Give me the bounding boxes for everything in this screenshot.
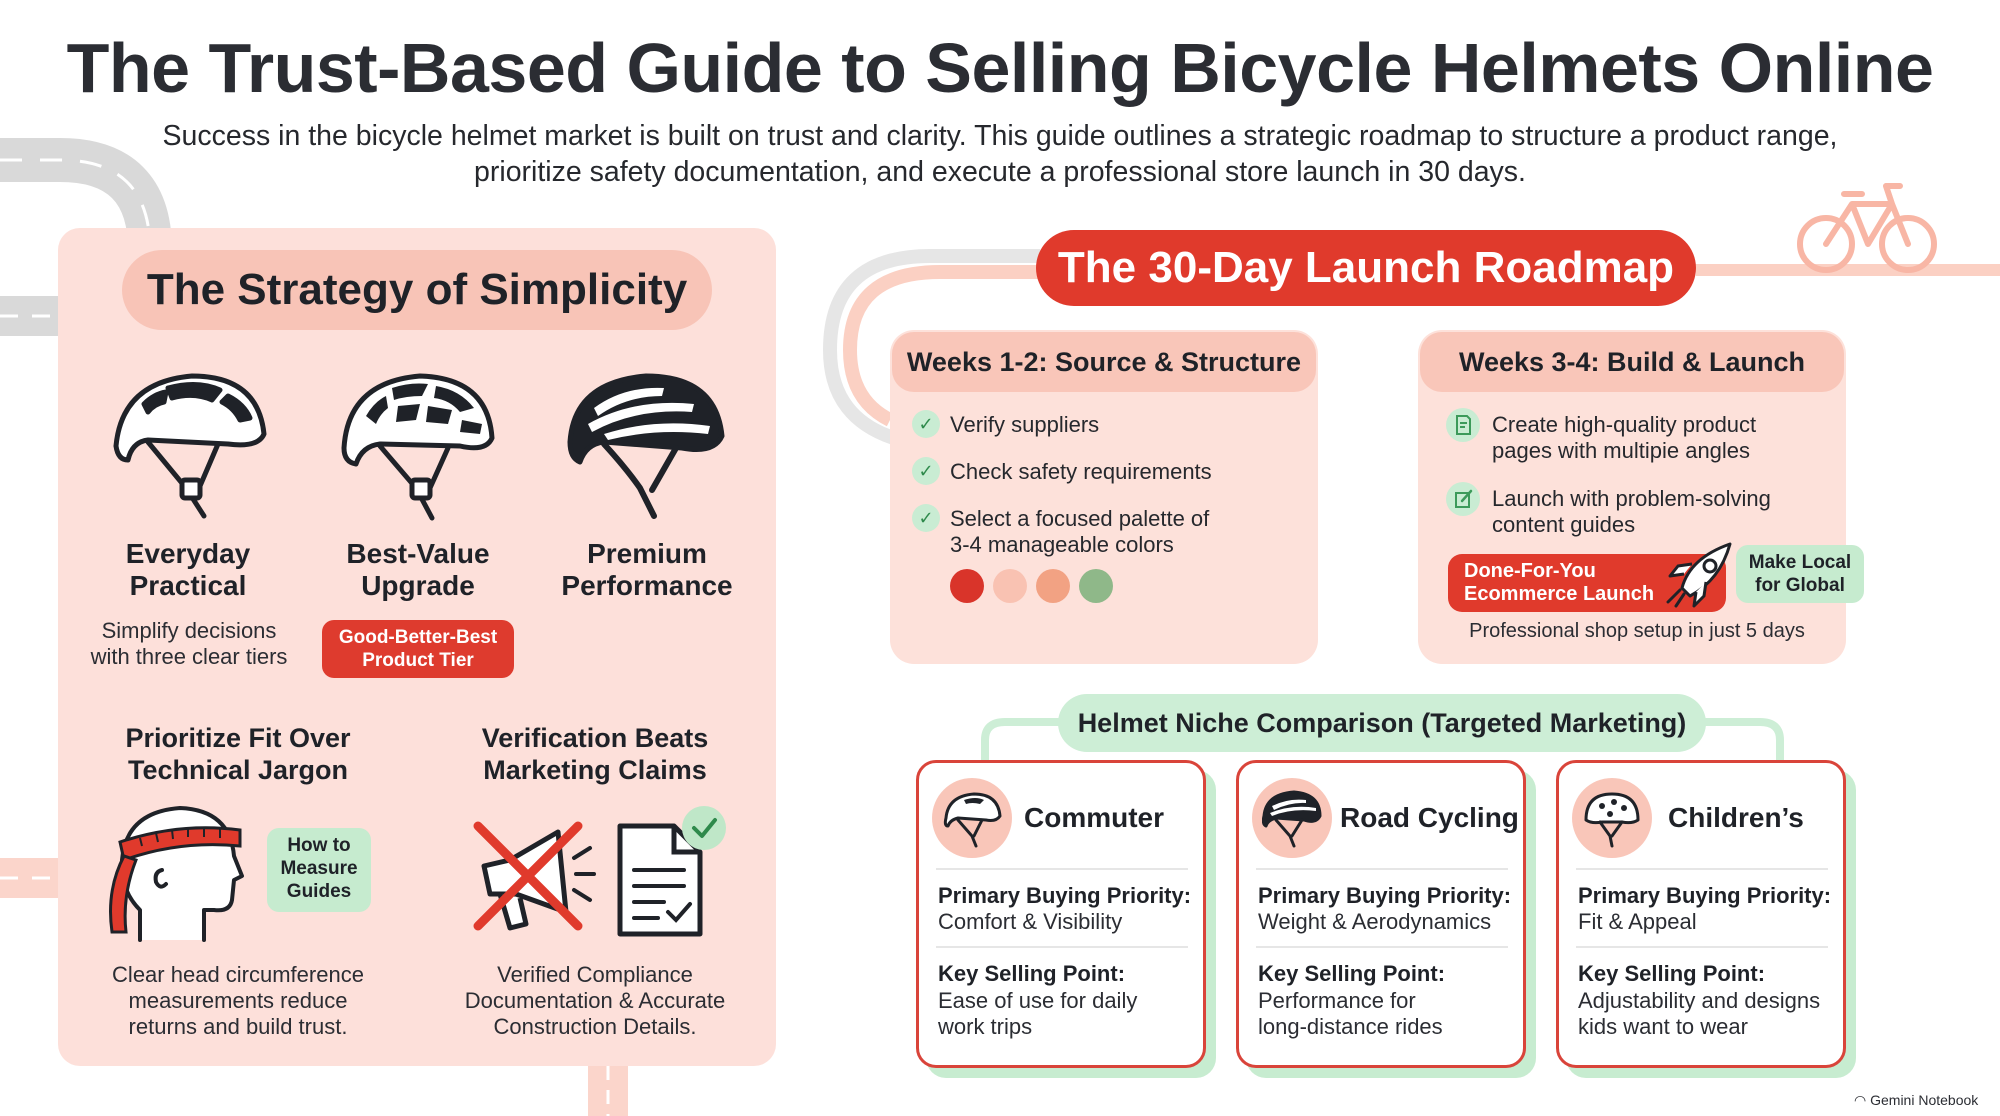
bicycle-icon <box>1797 183 1937 273</box>
selling-label: Key Selling Point: <box>938 961 1126 986</box>
niche-name: Commuter <box>1024 802 1165 833</box>
commuter-helmet-icon <box>943 792 1002 848</box>
color-swatch <box>950 569 984 603</box>
priority-label: Primary Buying Priority: <box>1258 883 1512 908</box>
color-swatch <box>1079 569 1113 603</box>
check-icon: ✓ <box>912 457 940 485</box>
niche-name: Road Cycling <box>1340 802 1519 833</box>
document-icon <box>1446 408 1480 442</box>
footer-brand: ◠ Gemini Notebook <box>1854 1092 1979 1108</box>
divider <box>1256 946 1508 948</box>
rocket-icon <box>1666 542 1732 608</box>
crossed-megaphone-icon <box>473 821 596 931</box>
road-helmet-icon <box>1262 790 1322 848</box>
priority-label: Primary Buying Priority: <box>1578 883 1832 908</box>
weeks-3-4-title: Weeks 3-4: Build & Launch <box>1420 332 1844 392</box>
week12-item: Verify suppliers <box>950 412 1100 437</box>
roadmap-title: The 30-Day Launch Roadmap <box>1036 230 1696 306</box>
page-subtitle: Success in the bicycle helmet market is … <box>162 120 1838 188</box>
divider <box>1576 946 1828 948</box>
color-swatch <box>1036 569 1070 603</box>
helmet-premium-icon <box>567 373 725 519</box>
strategy-title: The Strategy of Simplicity <box>122 250 712 330</box>
selling-label: Key Selling Point: <box>1258 961 1446 986</box>
priority-value: Fit & Appeal <box>1578 909 1697 934</box>
divider <box>1256 868 1508 870</box>
launch-note: Professional shop setup in just 5 days <box>1469 620 1805 642</box>
check-icon: ✓ <box>912 410 940 438</box>
selling-label: Key Selling Point: <box>1578 961 1766 986</box>
head-measure-icon <box>109 806 244 942</box>
niche-name: Children’s <box>1668 802 1804 833</box>
niche-title: Helmet Niche Comparison (Targeted Market… <box>1058 694 1706 752</box>
notebook-icon: ◠ <box>1854 1092 1871 1108</box>
check-icon: ✓ <box>912 504 940 532</box>
color-swatch <box>993 569 1027 603</box>
page-title: The Trust-Based Guide to Selling Bicycle… <box>66 29 1934 107</box>
week12-item: Check safety requirements <box>950 459 1212 484</box>
weeks-1-2-title: Weeks 1-2: Source & Structure <box>892 332 1316 392</box>
divider <box>936 868 1188 870</box>
divider <box>1576 868 1828 870</box>
helmet-everyday-icon <box>113 373 267 519</box>
verified-document-icon <box>617 806 726 937</box>
priority-label: Primary Buying Priority: <box>938 883 1192 908</box>
edit-icon <box>1446 482 1480 516</box>
divider <box>936 946 1188 948</box>
helmet-best-value-icon <box>341 373 495 521</box>
priority-value: Weight & Aerodynamics <box>1258 909 1492 934</box>
children-helmet-icon <box>1584 792 1640 848</box>
priority-value: Comfort & Visibility <box>938 909 1123 934</box>
